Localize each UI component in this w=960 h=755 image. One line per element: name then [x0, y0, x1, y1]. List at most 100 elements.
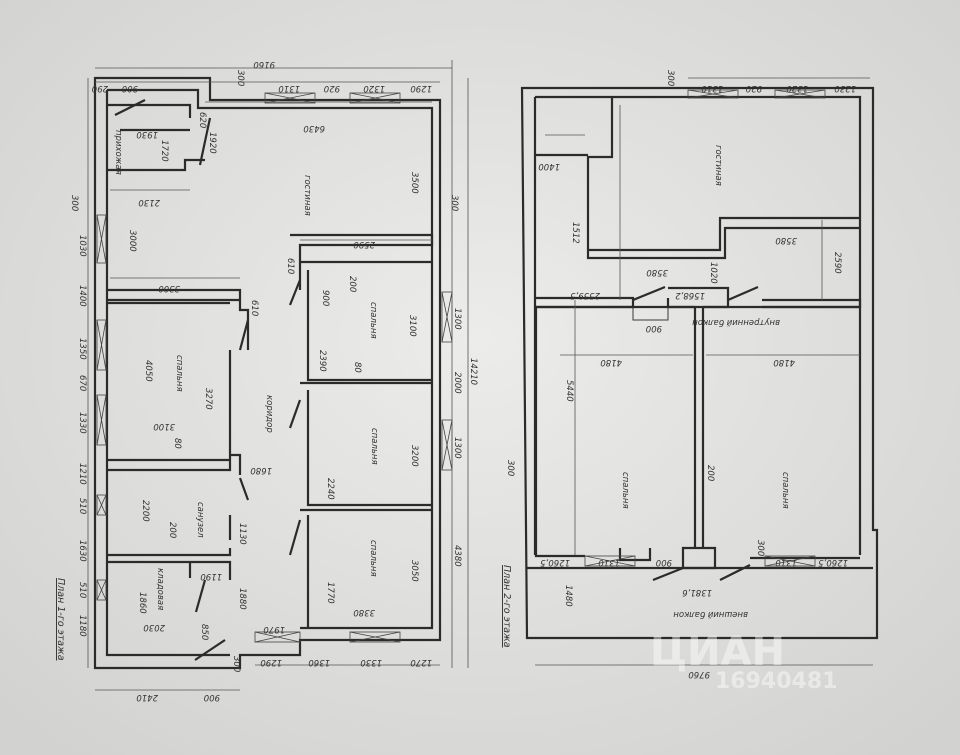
dimension-label: 610: [285, 258, 295, 274]
room-label-living: гостиная: [713, 145, 723, 186]
dimension-label: 80: [352, 362, 362, 373]
dimension-label: 1310: [598, 557, 620, 567]
dimension-label: 2559,5: [570, 290, 600, 300]
dimension-label: 3500: [409, 172, 419, 194]
dimension-label: 1381,6: [682, 587, 712, 597]
dimension-label: 300: [755, 540, 765, 556]
room-label-bedroom: спальня: [369, 428, 379, 465]
dimension-label: 850: [199, 624, 209, 640]
room-label-hall: прихожая: [113, 130, 123, 175]
dimension-label: 300: [231, 656, 241, 672]
dimension-label: 200: [705, 465, 715, 481]
floor-2-title: План 2-го этажа: [501, 565, 512, 648]
dimension-label: 2130: [138, 197, 160, 207]
dimension-label: 1310: [775, 557, 797, 567]
dimension-label: 1920: [207, 132, 217, 154]
dimension-label: 1630: [77, 540, 87, 562]
dimension-label: 1260,5: [540, 557, 570, 567]
dimension-label: 2030: [143, 622, 165, 632]
dimension-label: 900: [204, 692, 220, 702]
dimension-label: 900: [656, 557, 672, 567]
dimension-label: 610: [249, 300, 259, 316]
dimension-label: 2410: [136, 692, 158, 702]
room-label-corridor: коридор: [264, 395, 274, 433]
dimension-label: 2590: [832, 252, 842, 274]
dimension-label: 1330: [360, 657, 382, 667]
dimension-label: 900: [646, 323, 662, 333]
room-label-storage: кладовая: [155, 568, 165, 610]
dimension-label: 9160: [253, 59, 275, 69]
floor-2-room-labels: гостиная внутренний балкон спальня спаль…: [620, 145, 790, 619]
watermark: ЦИАН 16940481: [650, 629, 837, 694]
dimension-label: 1310: [701, 83, 723, 93]
dimension-label: 1860: [137, 592, 147, 614]
dimension-label: 1320: [363, 83, 385, 93]
dimension-label: 1190: [200, 571, 222, 581]
dimension-label: 1270: [410, 657, 432, 667]
dimension-label: 4380: [452, 545, 462, 567]
watermark-id: 16940481: [715, 669, 837, 694]
dimension-label: 3050: [409, 560, 419, 582]
dimension-label: 14210: [468, 358, 478, 385]
dimension-label: 3200: [409, 445, 419, 467]
room-label-bedroom: спальня: [368, 540, 378, 577]
dimension-label: 300: [449, 195, 459, 211]
room-label-bathroom: санузел: [195, 502, 205, 538]
dimension-label: 1770: [325, 582, 335, 604]
dimension-label: 1970: [263, 624, 285, 634]
dimension-label: 1930: [136, 129, 158, 139]
dimension-label: 1320: [786, 83, 808, 93]
dimension-label: 3100: [407, 315, 417, 337]
dimension-label: 2590: [353, 239, 375, 249]
dimension-label: 4180: [600, 357, 622, 367]
floor-1-plan: 9160 290 900 300 1310 920 1320 1290 620 …: [55, 59, 478, 702]
floor-1-room-labels: гостиная прихожая спальня спальня спальн…: [113, 130, 379, 610]
dimension-label: 300: [69, 195, 79, 211]
dimension-label: 1400: [77, 285, 87, 307]
dimension-label: 620: [197, 112, 207, 128]
dimension-label: 3100: [153, 421, 175, 431]
dimension-label: 300: [505, 460, 515, 476]
dimension-label: 1020: [708, 262, 718, 284]
floor-2-dimension-labels: 300 1310 920 1320 1230 1400 1512 3580 10…: [505, 70, 856, 679]
dimension-label: 1300: [452, 308, 462, 330]
dimension-label: 1230: [834, 83, 856, 93]
dimension-label: 200: [347, 276, 357, 292]
dimension-label: 2000: [452, 372, 462, 394]
dimension-label: 1130: [237, 523, 247, 545]
dimension-label: 300: [235, 70, 245, 86]
floor-1-title: План 1-го этажа: [55, 578, 66, 661]
dimension-label: 3580: [646, 267, 668, 277]
dimension-label: 290: [92, 83, 108, 93]
room-label-bedroom: спальня: [620, 472, 630, 509]
dimension-label: 510: [77, 582, 87, 598]
dimension-label: 1180: [77, 615, 87, 637]
dimension-label: 1350: [77, 338, 87, 360]
watermark-brand: ЦИАН: [650, 629, 785, 675]
dimension-label: 6430: [303, 123, 325, 133]
dimension-label: 4050: [143, 360, 153, 382]
dimension-label: 1480: [563, 585, 573, 607]
dimension-label: 1310: [278, 83, 300, 93]
dimension-label: 1720: [159, 140, 169, 162]
floor-1-dimension-labels: 9160 290 900 300 1310 920 1320 1290 620 …: [69, 59, 478, 702]
dimension-label: 1512: [570, 222, 580, 244]
room-label-bedroom: спальня: [780, 472, 790, 509]
dimension-label: 1300: [452, 437, 462, 459]
dimension-label: 1210: [77, 463, 87, 485]
dimension-label: 2240: [325, 478, 335, 500]
dimension-label: 9760: [688, 669, 710, 679]
dimension-label: 1290: [410, 83, 432, 93]
dimension-label: 1290: [260, 657, 282, 667]
dimension-label: 1400: [538, 161, 560, 171]
room-label-inner-balcony: внутренний балкон: [692, 317, 780, 327]
dimension-label: 4180: [773, 357, 795, 367]
dimension-label: 1680: [250, 465, 272, 475]
dimension-label: 1568,2: [675, 290, 705, 300]
room-label-bedroom: спальня: [368, 302, 378, 339]
dimension-label: 200: [167, 522, 177, 538]
room-label-living: гостиная: [302, 175, 312, 216]
dimension-label: 2390: [317, 350, 327, 372]
dimension-label: 510: [77, 498, 87, 514]
